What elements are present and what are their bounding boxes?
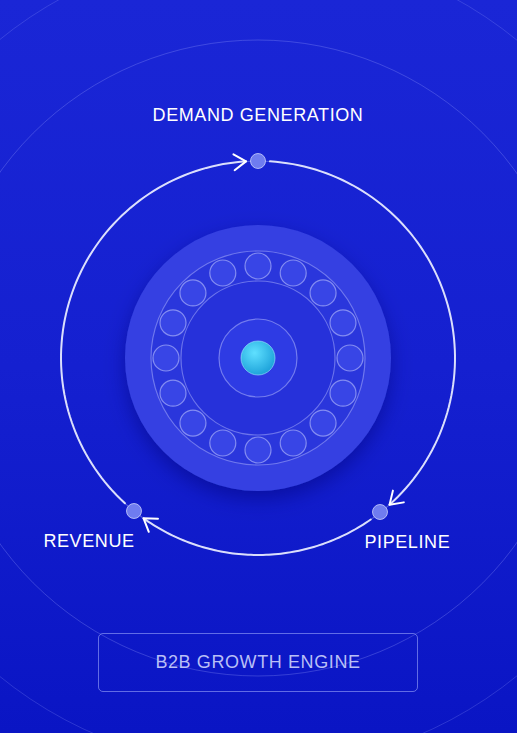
stage-label: PIPELINE (364, 532, 450, 553)
stage-dot (250, 153, 266, 169)
stage-dot (127, 504, 142, 519)
stage-node: DEMAND GENERATION (250, 153, 266, 169)
bearing-balls (153, 253, 363, 463)
bearing-inner (181, 281, 335, 435)
bearing-ball (310, 410, 336, 436)
stage-dot (372, 504, 388, 520)
stage-dot (126, 503, 142, 519)
core-dot (241, 341, 275, 375)
bearing-ball (160, 310, 186, 336)
bearing-ball (160, 380, 186, 406)
bearing-ball (210, 430, 236, 456)
bearing-ball (245, 437, 271, 463)
stage-label: REVENUE (43, 531, 134, 552)
stage-label: DEMAND GENERATION (153, 105, 364, 126)
bearing-ball (330, 310, 356, 336)
bearing-ball (330, 380, 356, 406)
bearing-ball (310, 280, 336, 306)
cycle-arrow (270, 161, 455, 504)
bearing-ball (280, 430, 306, 456)
box-label: B2B GROWTH ENGINE (155, 652, 360, 673)
cycle-arrow (61, 161, 246, 503)
engine-box: B2B GROWTH ENGINE (98, 633, 418, 692)
bearing-ball (180, 280, 206, 306)
bearing-outer (125, 225, 391, 491)
bearing (125, 225, 391, 491)
bearing-ball (210, 260, 236, 286)
orbit-ring (61, 161, 455, 555)
bearing-ball (245, 253, 271, 279)
bearing-ball (180, 410, 206, 436)
bearing-ball (153, 345, 179, 371)
bearing-ball (280, 260, 306, 286)
stage-dot (373, 505, 388, 520)
bearing-race (151, 251, 365, 465)
cycle-arrow (144, 518, 371, 555)
bearing-hub (219, 319, 297, 397)
bearing-ball (337, 345, 363, 371)
stage-dot (251, 154, 266, 169)
outer-ring (0, 40, 517, 676)
stage-node: PIPELINE (372, 504, 388, 520)
stage-node: REVENUE (126, 503, 142, 519)
